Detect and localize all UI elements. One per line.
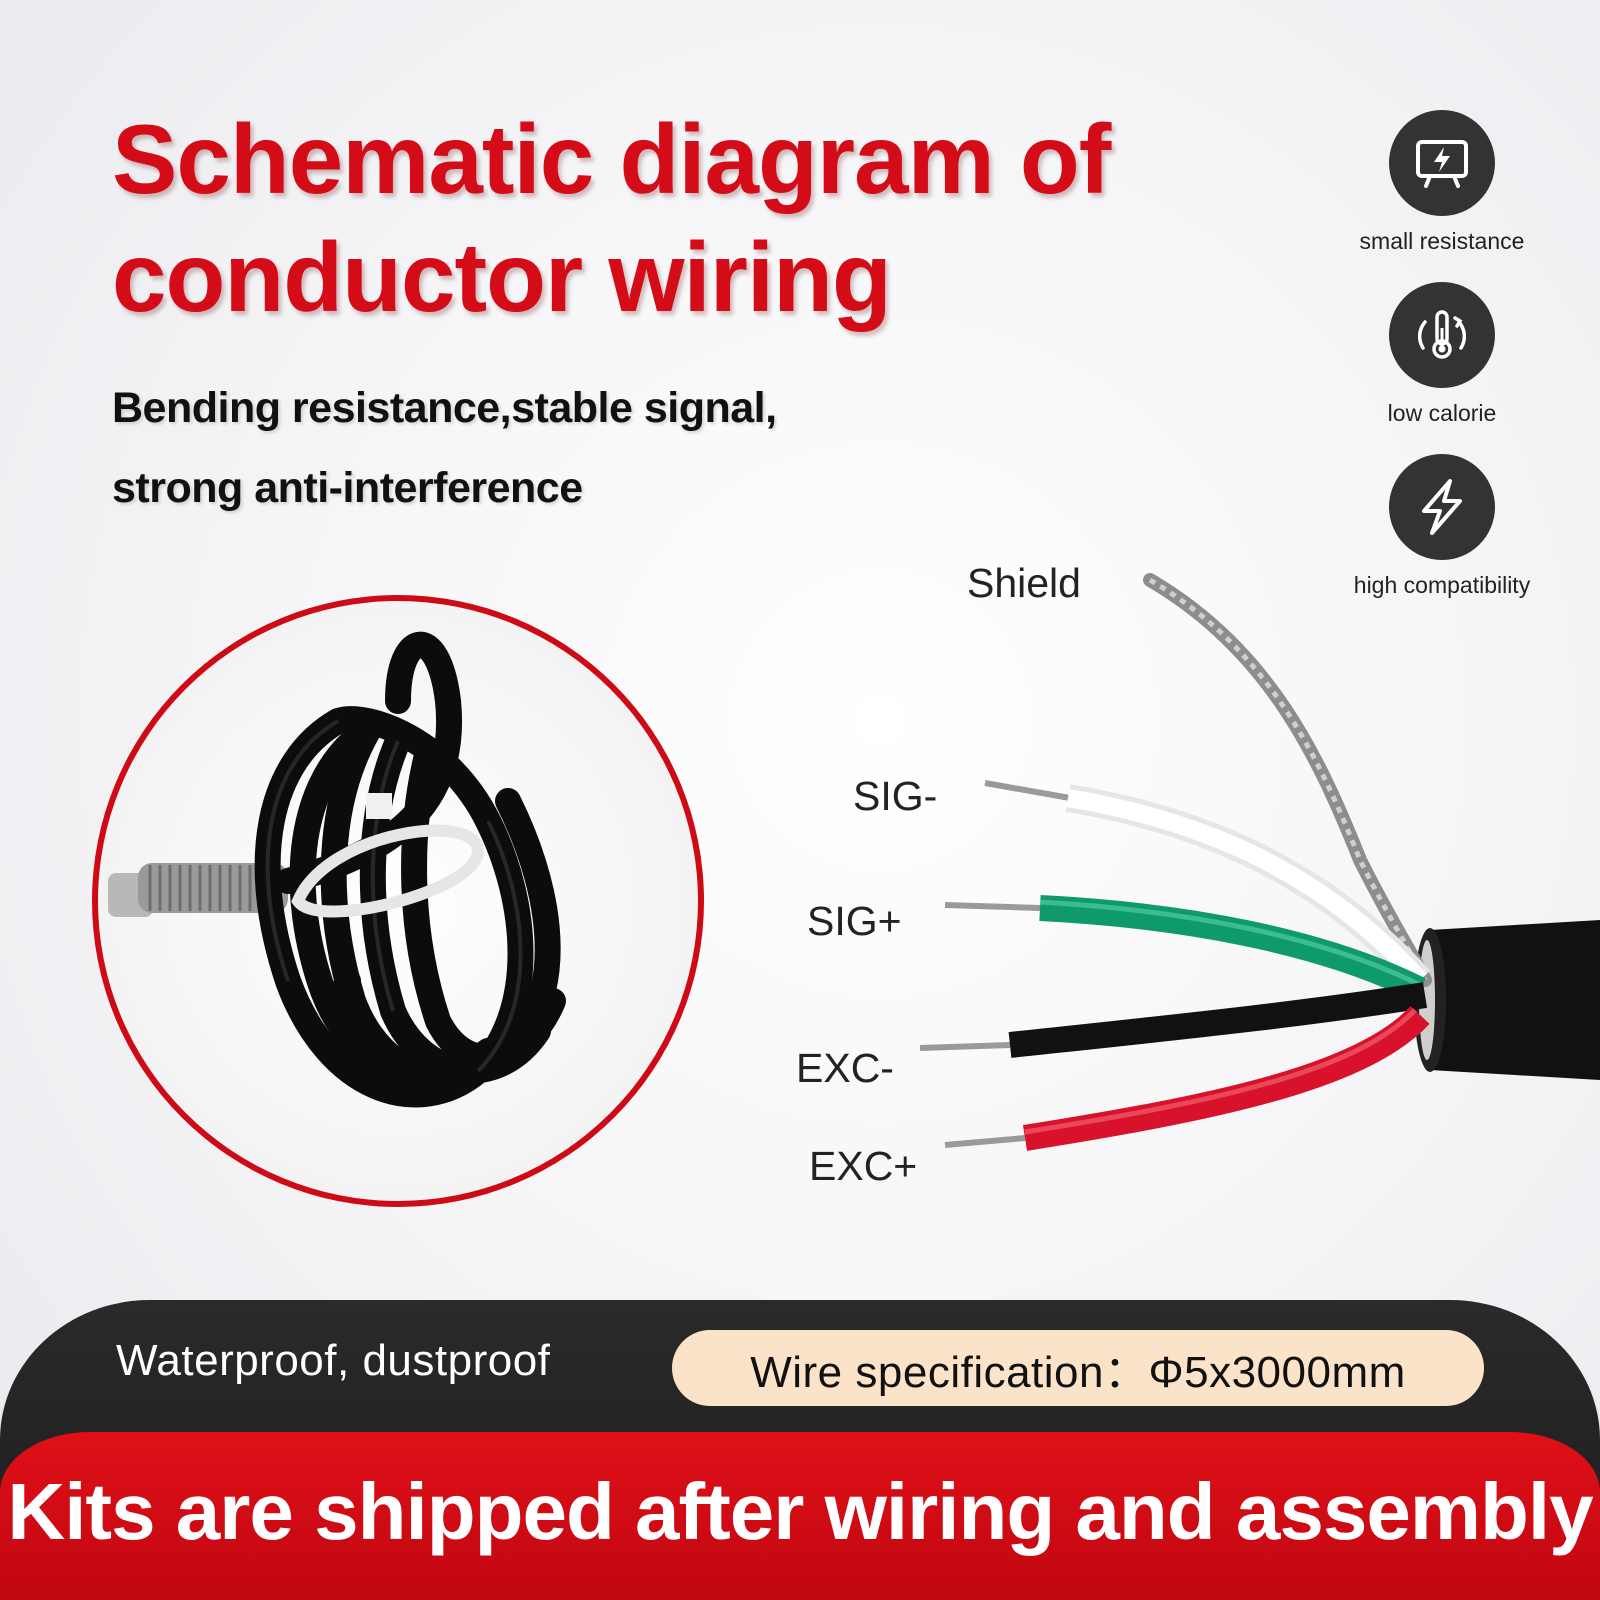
feature-label: high compatibility	[1353, 572, 1531, 598]
wire-sig-plus	[1039, 895, 1426, 1002]
subtitle: Bending resistance,stable signal, strong…	[112, 368, 777, 528]
wire-label-exc-plus: EXC+	[809, 1143, 918, 1189]
waterproof-text: Waterproof, dustproof	[116, 1336, 551, 1385]
wire-exc-plus	[1022, 1005, 1430, 1151]
feature-label: small resistance	[1359, 228, 1525, 254]
wire-label-sig-plus: SIG+	[807, 898, 902, 944]
lightning-icon	[1389, 454, 1495, 560]
feature-small-resistance: small resistance	[1342, 110, 1542, 282]
wire-label-exc-minus: EXC-	[796, 1045, 894, 1091]
title-line-1: Schematic diagram of	[112, 104, 1111, 214]
feature-low-calorie: low calorie	[1342, 282, 1542, 454]
thermometer-cycle-icon	[1389, 282, 1495, 388]
cable-coil-photo	[92, 595, 704, 1207]
wire-label-shield: Shield	[967, 560, 1081, 606]
feature-list: small resistance low calorie high compat…	[1342, 110, 1542, 626]
cable-coil-image	[98, 601, 698, 1201]
page-title: Schematic diagram of conductor wiring	[112, 100, 1111, 336]
feature-high-compatibility: high compatibility	[1342, 454, 1542, 626]
wire-spec-badge: Wire specification：Φ5x3000mm	[672, 1330, 1484, 1406]
wire-exc-minus	[1008, 982, 1428, 1058]
feature-label: low calorie	[1387, 400, 1497, 426]
subtitle-line-1: Bending resistance,stable signal,	[112, 384, 777, 432]
wiring-diagram	[919, 573, 1600, 1151]
wire-label-sig-minus: SIG-	[853, 773, 938, 819]
monitor-bolt-icon	[1389, 110, 1495, 216]
subtitle-line-2: strong anti-interference	[112, 464, 583, 512]
footer-red-banner	[0, 1432, 1600, 1600]
title-line-2: conductor wiring	[112, 222, 892, 332]
shipping-banner-text: Kits are shipped after wiring and assemb…	[7, 1467, 1593, 1556]
